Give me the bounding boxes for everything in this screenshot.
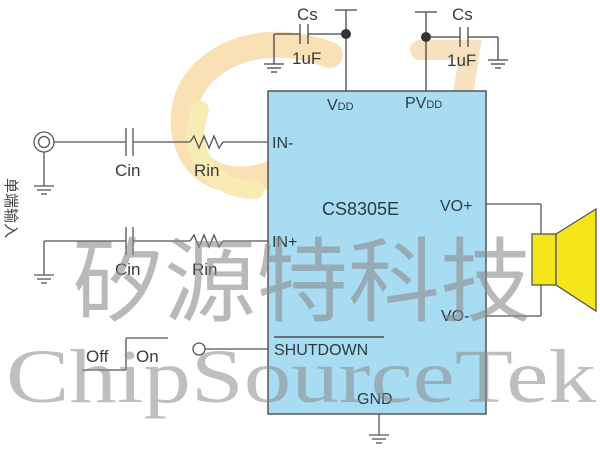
in-minus-cap-label: Cin <box>115 161 141 180</box>
pin-pvdd-label: PVDD <box>405 95 442 112</box>
pin-shutdown-label: SHUTDOWN <box>274 342 368 359</box>
shutdown-switch[interactable] <box>82 337 268 371</box>
output-wires <box>486 203 542 317</box>
vdd-supply-network <box>264 9 357 91</box>
in-plus-cap-label: Cin <box>115 260 141 279</box>
in-plus-network <box>34 227 268 284</box>
in-plus-res-label: Rin <box>192 260 218 279</box>
pin-vo-minus-label: VO- <box>441 308 469 325</box>
pin-vo-plus-label: VO+ <box>440 198 472 215</box>
single-ended-input-label: 单端输入 <box>2 178 19 238</box>
in-minus-res-label: Rin <box>194 161 220 180</box>
pin-gnd-label: GND <box>357 391 393 408</box>
pin-in-minus-label: IN- <box>272 135 293 152</box>
speaker-icon <box>531 207 597 313</box>
pin-vdd-label: VDD <box>327 97 354 114</box>
chip-part-number: CS8305E <box>322 199 399 219</box>
vdd-junction-dot <box>341 29 351 39</box>
pvdd-cap-name: Cs <box>452 5 473 24</box>
pvdd-junction-dot <box>421 32 431 42</box>
in-minus-network <box>33 128 268 195</box>
switch-on-label: On <box>136 347 159 366</box>
chip-body <box>267 90 487 415</box>
pvdd-cap-value: 1uF <box>447 51 476 70</box>
pin-in-plus-label: IN+ <box>272 234 297 251</box>
pvdd-supply-network <box>415 11 508 91</box>
watermark-english: ChipSourceTek <box>6 335 596 419</box>
vdd-cap-name: Cs <box>297 5 318 24</box>
gnd-ground-symbol <box>369 414 389 444</box>
switch-off-label: Off <box>86 347 109 366</box>
watermark-chinese: 矽源特科技 <box>72 232 532 334</box>
vdd-cap-value: 1uF <box>292 49 321 68</box>
